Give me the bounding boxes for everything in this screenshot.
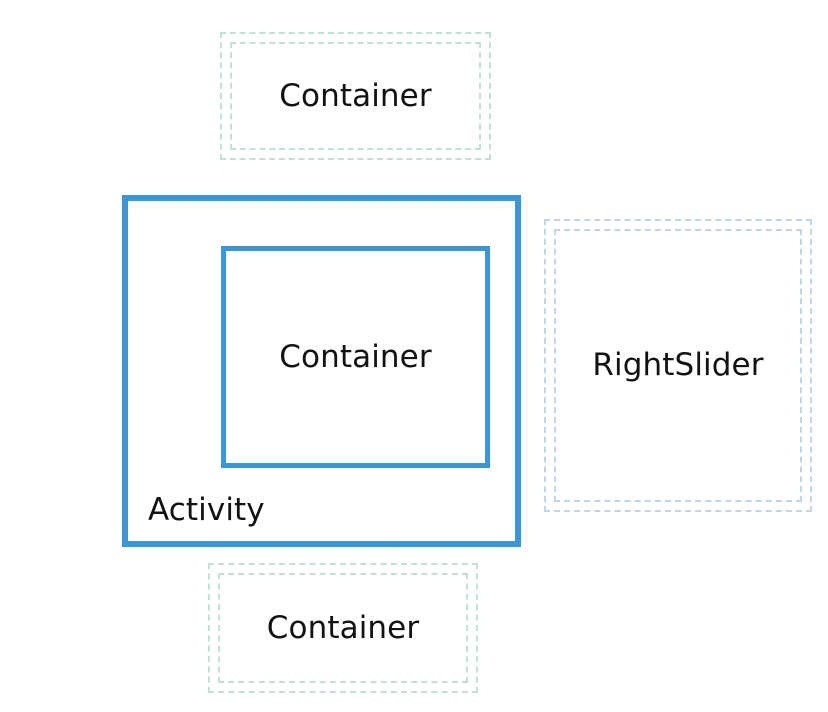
container-top[interactable]: Container xyxy=(220,32,491,160)
container-bottom-outer-border xyxy=(208,563,478,693)
right-slider-inner-border xyxy=(554,229,802,502)
container-top-inner-border xyxy=(230,42,481,150)
container-bottom-inner-border xyxy=(218,573,468,683)
container-inner[interactable]: Container xyxy=(221,246,490,468)
activity-box-border[interactable] xyxy=(122,195,521,547)
activity-label: Activity xyxy=(148,492,265,528)
container-top-label: Container xyxy=(279,77,432,114)
right-slider[interactable]: RightSlider xyxy=(544,219,812,512)
right-slider-label: RightSlider xyxy=(592,347,764,383)
container-bottom[interactable]: Container xyxy=(208,563,478,693)
container-bottom-label: Container xyxy=(266,609,420,646)
container-inner-label: Container xyxy=(279,338,432,375)
container-inner-border[interactable] xyxy=(221,246,490,468)
right-slider-outer-border xyxy=(544,219,812,512)
container-top-outer-border xyxy=(220,32,491,160)
